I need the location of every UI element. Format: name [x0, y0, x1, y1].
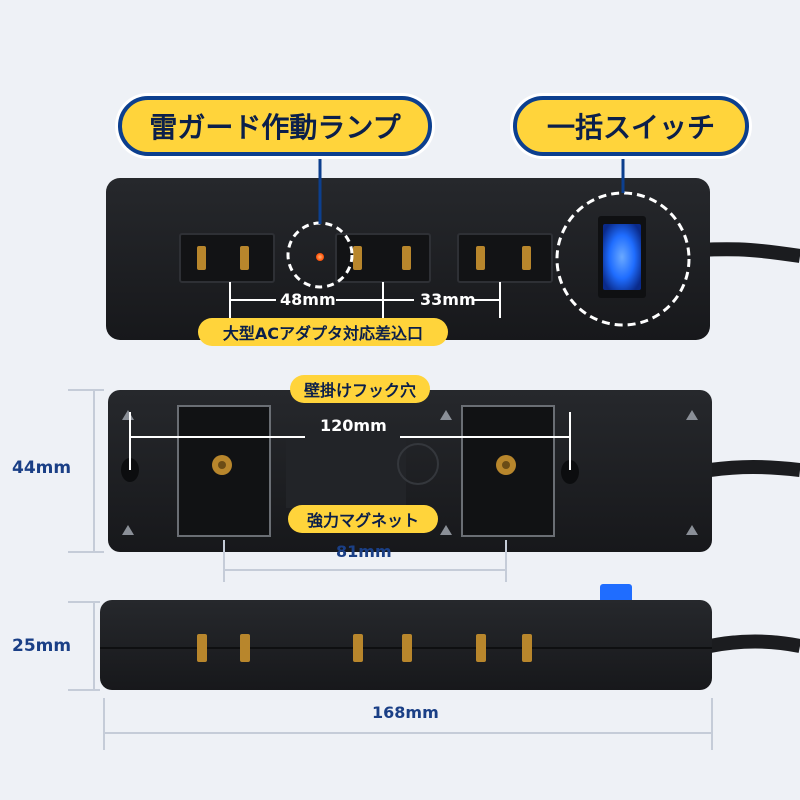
master-switch-label: 一括スイッチ	[546, 111, 715, 144]
master-switch-callout: 一括スイッチ	[513, 96, 749, 156]
side-view	[68, 584, 800, 750]
magnet-left	[177, 405, 271, 537]
top-view	[106, 148, 800, 340]
outlet-gap-dimensions	[229, 282, 501, 318]
power-cord-back	[709, 460, 800, 477]
lightning-guard-lamp-callout: 雷ガード作動ランプ	[118, 96, 432, 156]
switch-highlight-circle	[555, 191, 691, 327]
hook-span-dimension	[129, 412, 571, 470]
back-view	[68, 389, 800, 582]
gap-left-dimension-text: 48mm	[280, 290, 336, 309]
master-switch-icon[interactable]	[603, 224, 641, 290]
width-44-dimension-text: 44mm	[12, 458, 72, 478]
height-44-dimension	[68, 389, 104, 553]
certification-mark	[397, 443, 439, 485]
outlet-1	[179, 233, 275, 283]
side-outlet-prongs	[197, 634, 532, 662]
screw-icons	[122, 410, 698, 535]
gap-right-dimension-text: 33mm	[420, 290, 476, 309]
lightning-guard-lamp-icon	[316, 253, 324, 261]
side-switch-icon	[600, 584, 632, 604]
magnet-span-dimension	[223, 540, 507, 582]
outlet-3	[457, 233, 553, 283]
magnet-right	[461, 405, 555, 537]
length-168-dimension	[103, 698, 713, 750]
magnet-span-dimension-text: 81mm	[336, 542, 392, 561]
strong-magnet-label: 強力マグネット	[288, 505, 438, 533]
height-25-dimension-text: 25mm	[12, 636, 72, 656]
outlet-2	[335, 233, 431, 283]
length-168-dimension-text: 168mm	[372, 703, 439, 722]
power-cord	[699, 242, 800, 263]
lightning-guard-lamp-label: 雷ガード作動ランプ	[149, 111, 401, 144]
large-adapter-label: 大型ACアダプタ対応差込口	[198, 318, 448, 346]
wall-hook-holes-label: 壁掛けフック穴	[290, 375, 430, 403]
back-label-area	[286, 428, 406, 508]
power-cord-side	[708, 634, 800, 653]
height-25-dimension	[68, 601, 100, 691]
hook-span-dimension-text: 120mm	[320, 416, 387, 435]
